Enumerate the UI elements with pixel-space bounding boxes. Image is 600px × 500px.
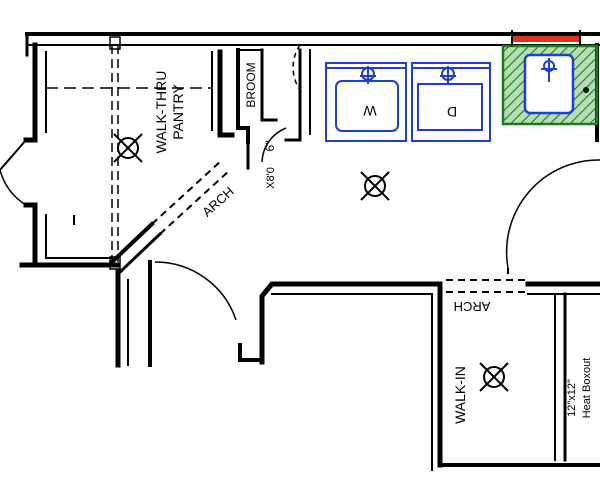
pantry-label-line1: WALK-THRU (153, 71, 169, 154)
washer-mark: W (363, 103, 377, 119)
dryer-mark: D (447, 104, 457, 120)
dryer: D (411, 62, 491, 142)
window-accent (511, 30, 581, 46)
boxout-label-line2: Heat Boxout (581, 358, 593, 419)
boxout-label-line1: 12"x12" (566, 379, 578, 417)
ceiling-light-icon (113, 133, 143, 163)
door-dimension-top: 6" (263, 141, 277, 152)
washer: W (325, 62, 407, 142)
door-dimension-bottom: X8'0 (265, 167, 277, 189)
diagonal-arch-opening (151, 159, 231, 235)
ceiling-light-icon (479, 362, 509, 392)
walls (19, 32, 600, 471)
doors (0, 44, 600, 321)
pantry-dashed-lines (46, 36, 212, 270)
laundry-sink (501, 44, 599, 126)
arch-label-left: ARCH (199, 184, 236, 220)
broom-label: BROOM (244, 62, 258, 107)
walk-in-label: WALK-IN (452, 366, 468, 424)
ceiling-light-icon (360, 171, 390, 201)
walk-in-arch-opening (446, 279, 528, 293)
pantry-label-line2: PANTRY (170, 84, 186, 140)
arch-label-right: ARCH (454, 299, 491, 314)
